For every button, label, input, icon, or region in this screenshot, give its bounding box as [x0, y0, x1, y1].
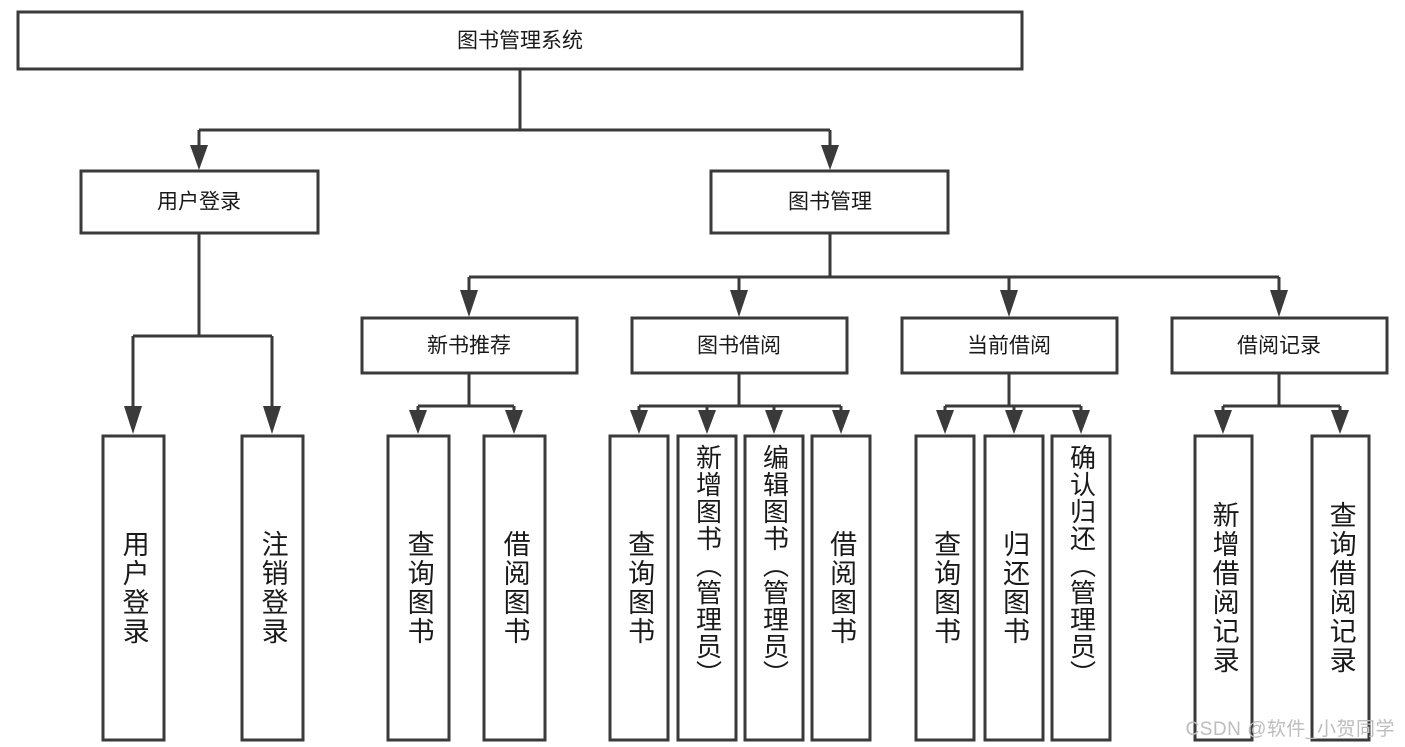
arrow-head-br-leaf-2 [1331, 410, 1349, 434]
arrow-head-bb-leaf-4 [832, 410, 850, 434]
connector-group-current-borrow [936, 373, 1090, 434]
leaf-box-borrow-books-nbr[interactable] [482, 434, 547, 742]
node-book-management-label: 图书管理 [788, 191, 872, 214]
leaf-box-query-books-bb[interactable] [608, 434, 670, 742]
arrow-head-current-borrow [1000, 290, 1018, 317]
leaf-box-query-books-cb[interactable] [914, 434, 976, 742]
leaf-box-query-books-nbr[interactable] [386, 434, 451, 742]
arrow-head-book-manage [821, 145, 839, 170]
leaf-box-return-books[interactable] [983, 434, 1045, 742]
node-book-borrowing[interactable] [630, 316, 849, 375]
leaf-box-confirm-return-admin[interactable] [1050, 434, 1112, 742]
connector-group-borrow-record [1214, 373, 1349, 434]
arrow-head-book-borrow [730, 290, 748, 317]
connector-group-book-manage [460, 233, 1288, 317]
connector-group-new-book-rec [409, 373, 523, 434]
arrow-head-bb-leaf-2 [698, 410, 716, 434]
arrow-head-leaf-user-login [124, 406, 142, 434]
node-user-login-label: 用户登录 [157, 191, 241, 214]
leaf-box-user-login[interactable] [101, 434, 166, 742]
connector-group-root [190, 69, 839, 170]
watermark-text: CSDN @软件_小贺同学 [1185, 719, 1395, 740]
connector-group-user-login [124, 233, 281, 434]
arrow-head-borrow-record [1270, 290, 1288, 317]
leaf-box-logout[interactable] [240, 434, 305, 742]
arrow-head-cb-leaf-3 [1072, 410, 1090, 434]
arrow-head-nbr-leaf-1 [409, 410, 427, 434]
node-root-book-management-system[interactable] [16, 10, 1024, 71]
leaf-box-borrow-books-bb[interactable] [810, 434, 872, 742]
arrow-head-bb-leaf-3 [765, 410, 783, 434]
leaf-box-add-borrow-record[interactable] [1193, 434, 1254, 742]
arrow-head-user-login [190, 145, 208, 170]
arrow-head-cb-leaf-2 [1005, 410, 1023, 434]
arrow-head-new-book-rec [460, 290, 478, 317]
node-current-borrowing[interactable] [900, 316, 1119, 375]
node-book-management[interactable] [709, 169, 950, 235]
arrow-head-nbr-leaf-2 [505, 410, 523, 434]
node-new-book-recommendation[interactable] [360, 316, 579, 375]
node-borrowing-records[interactable] [1170, 316, 1389, 375]
arrow-head-leaf-logout [263, 406, 281, 434]
arrow-head-cb-leaf-1 [936, 410, 954, 434]
arrow-head-bb-leaf-1 [630, 410, 648, 434]
connector-group-book-borrow [630, 373, 850, 434]
node-user-login[interactable] [79, 169, 320, 235]
node-new-book-recommendation-label: 新书推荐 [427, 335, 511, 358]
node-current-borrowing-label: 当前借阅 [967, 335, 1051, 358]
leaf-box-edit-book-admin[interactable] [743, 434, 805, 742]
leaf-box-add-book-admin[interactable] [676, 434, 738, 742]
node-root-label: 图书管理系统 [457, 30, 583, 53]
node-borrowing-records-label: 借阅记录 [1237, 335, 1321, 358]
arrow-head-br-leaf-1 [1214, 410, 1232, 434]
node-book-borrowing-label: 图书借阅 [697, 335, 781, 358]
leaf-box-query-borrow-record[interactable] [1310, 434, 1371, 742]
